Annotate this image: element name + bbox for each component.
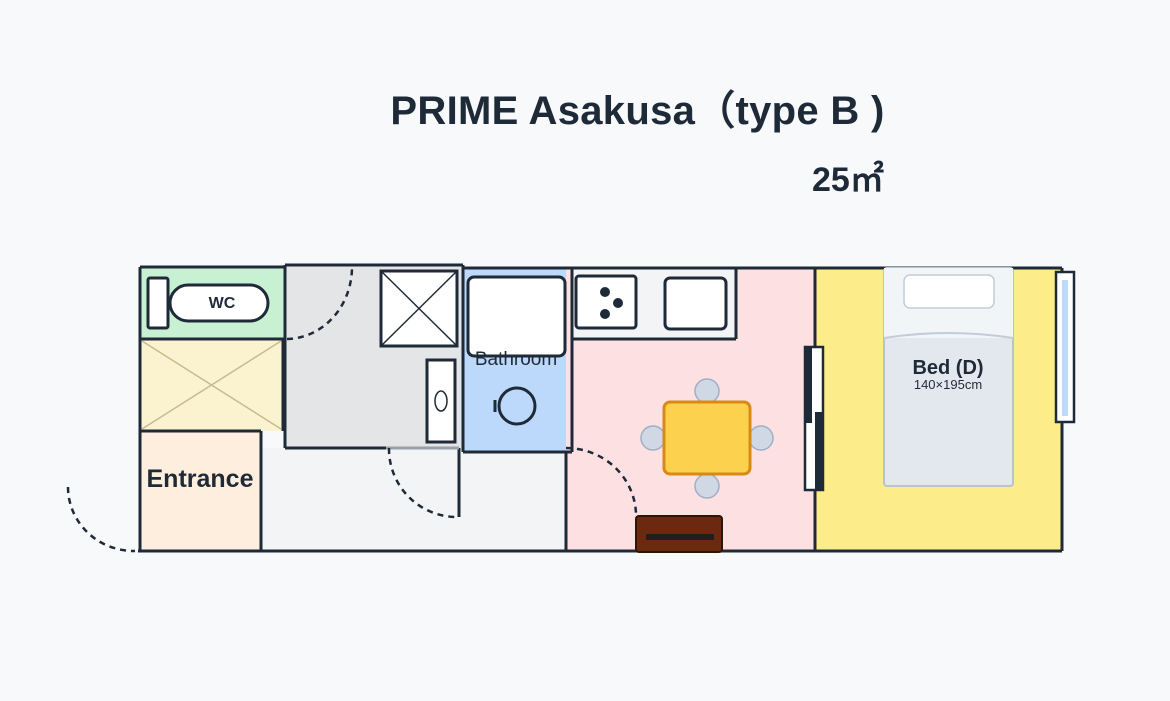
kitchen-sink-icon bbox=[663, 276, 728, 331]
bed-icon bbox=[883, 267, 1014, 487]
stove-icon bbox=[574, 274, 638, 330]
wc-label: WC bbox=[209, 295, 236, 312]
tv-icon bbox=[635, 515, 723, 553]
bed-label: Bed (D) bbox=[912, 357, 983, 379]
window-bedroom bbox=[1054, 270, 1076, 424]
shower-drain-icon bbox=[493, 386, 537, 426]
plan-title: PRIME Asakusa（type B ) bbox=[390, 89, 885, 133]
area-label: 25㎡ bbox=[812, 161, 884, 199]
toilet-icon bbox=[146, 276, 270, 330]
closet-icon bbox=[141, 340, 282, 430]
bathtub-icon bbox=[466, 275, 567, 358]
bed-size-label: 140×195cm bbox=[914, 377, 982, 392]
bathroom-label: Bathroom bbox=[475, 349, 557, 370]
washing-machine-icon bbox=[379, 269, 459, 348]
window-dining bbox=[803, 345, 825, 492]
sink-icon bbox=[425, 358, 457, 444]
dining-table-icon bbox=[640, 378, 774, 499]
entrance-area bbox=[140, 431, 261, 551]
entrance-label: Entrance bbox=[147, 465, 254, 493]
corridor-area bbox=[261, 448, 566, 551]
door-swings bbox=[66, 266, 638, 553]
